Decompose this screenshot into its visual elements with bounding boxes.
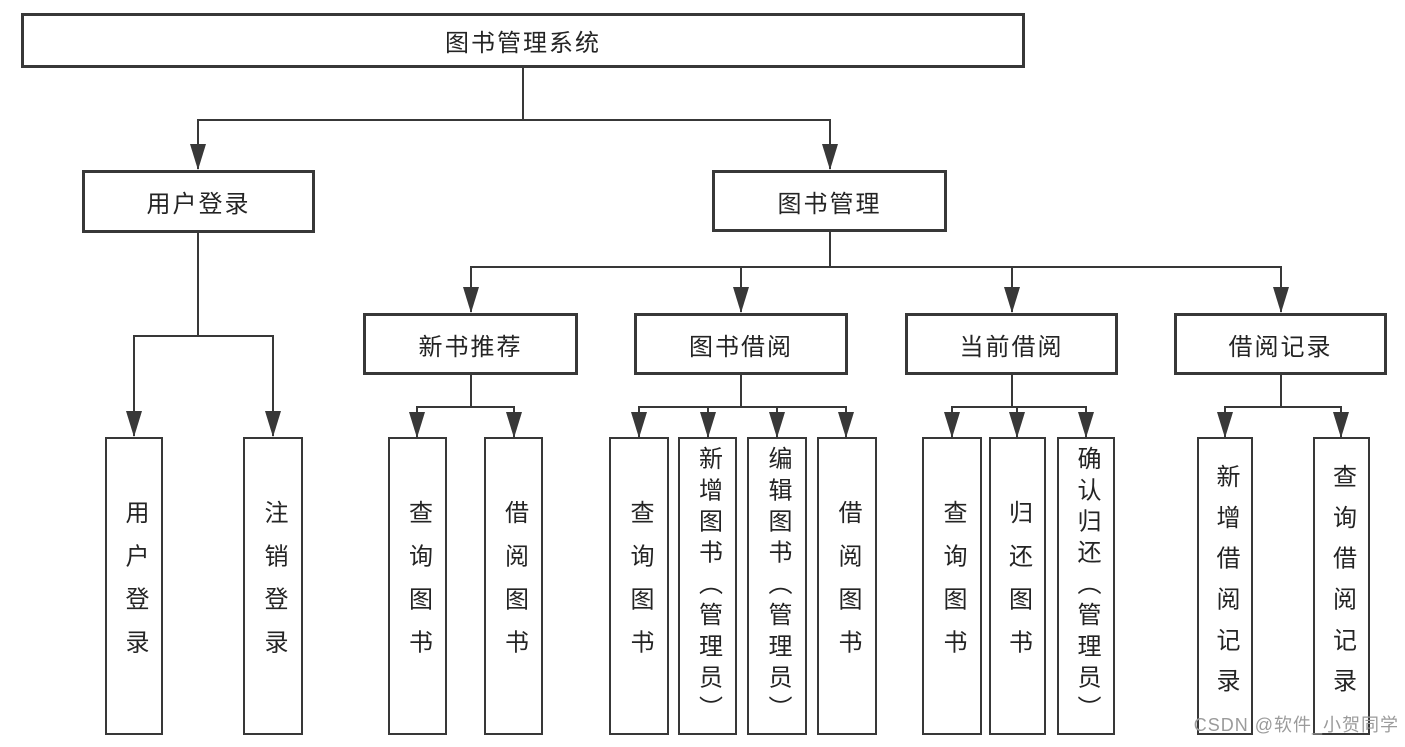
leaf-borrow-borrow: 借阅图书 xyxy=(817,437,877,735)
arrowhead-book-borrow xyxy=(733,287,749,313)
arrowhead-newbook-leaf-2 xyxy=(506,412,522,438)
node-root-label: 图书管理系统 xyxy=(445,30,601,57)
connector-records-stem xyxy=(1280,375,1282,408)
node-user-login: 用户登录 xyxy=(82,170,315,233)
leaf-newbook-query: 查询图书 xyxy=(388,437,447,735)
leaf-current-confirm: 确认归还（管理员） xyxy=(1057,437,1115,735)
connector-bookmgmt-hbar xyxy=(470,266,1281,268)
arrowhead-user-login xyxy=(190,144,206,170)
csdn-watermark: CSDN @软件_小贺同学 xyxy=(1193,715,1399,735)
connector-borrow-hbar xyxy=(638,406,847,408)
arrowhead-records-leaf-1 xyxy=(1217,412,1233,438)
leaf-current-query-label: 查询图书 xyxy=(939,499,966,673)
leaf-newbook-query-label: 查询图书 xyxy=(404,499,432,673)
node-book-borrow-label: 图书借阅 xyxy=(689,333,793,361)
arrowhead-borrow-records xyxy=(1273,287,1289,313)
leaf-borrow-borrow-label: 借阅图书 xyxy=(834,499,861,673)
connector-userlogin-drop-2 xyxy=(272,335,274,436)
leaf-borrow-edit-label: 编辑图书（管理员） xyxy=(764,445,791,727)
leaf-current-query: 查询图书 xyxy=(922,437,982,735)
arrowhead-newbook-leaf-1 xyxy=(409,412,425,438)
arrowhead-new-book xyxy=(463,287,479,313)
arrowhead-borrow-leaf-1 xyxy=(631,412,647,438)
node-user-login-label: 用户登录 xyxy=(146,191,251,218)
node-root: 图书管理系统 xyxy=(21,13,1025,68)
arrowhead-borrow-leaf-4 xyxy=(838,412,854,438)
connector-userlogin-hbar xyxy=(133,335,274,337)
node-current-borrow: 当前借阅 xyxy=(905,313,1118,375)
connector-bookmgmt-stem xyxy=(829,232,831,268)
arrowhead-current-leaf-2 xyxy=(1009,412,1025,438)
connector-records-hbar xyxy=(1224,406,1341,408)
leaf-logout-label: 注销登录 xyxy=(260,499,287,673)
connector-newbook-hbar xyxy=(416,406,515,408)
leaf-logout: 注销登录 xyxy=(243,437,303,735)
node-book-mgmt: 图书管理 xyxy=(712,170,947,232)
leaf-records-query-label: 查询借阅记录 xyxy=(1328,463,1356,709)
arrowhead-records-leaf-2 xyxy=(1333,412,1349,438)
leaf-records-query: 查询借阅记录 xyxy=(1313,437,1370,735)
node-borrow-records-label: 借阅记录 xyxy=(1228,333,1333,361)
arrowhead-borrow-leaf-3 xyxy=(769,412,785,438)
leaf-borrow-add: 新增图书（管理员） xyxy=(678,437,737,735)
arrowhead-current-leaf-1 xyxy=(944,412,960,438)
arrowhead-current-leaf-3 xyxy=(1078,412,1094,438)
connector-userlogin-drop-1 xyxy=(133,335,135,436)
leaf-borrow-query-label: 查询图书 xyxy=(626,499,653,673)
connector-current-hbar xyxy=(951,406,1086,408)
leaf-newbook-borrow-label: 借阅图书 xyxy=(500,499,528,673)
connector-userlogin-stem xyxy=(197,233,199,336)
arrowhead-borrow-leaf-2 xyxy=(700,412,716,438)
arrowhead-current-borrow xyxy=(1004,287,1020,313)
leaf-current-return-label: 归还图书 xyxy=(1004,499,1032,673)
connector-root-stem xyxy=(522,68,524,120)
connector-root-hbar xyxy=(197,119,831,121)
arrowhead-book-mgmt xyxy=(822,144,838,170)
arrowhead-leaf-login xyxy=(126,411,142,437)
connector-current-stem xyxy=(1011,375,1013,408)
leaf-records-add-label: 新增借阅记录 xyxy=(1212,463,1239,709)
leaf-borrow-add-label: 新增图书（管理员） xyxy=(694,445,722,727)
connector-borrow-stem xyxy=(740,375,742,408)
leaf-current-confirm-label: 确认归还（管理员） xyxy=(1073,445,1100,727)
node-new-book-label: 新书推荐 xyxy=(418,333,523,361)
connector-newbook-stem xyxy=(470,375,472,408)
node-book-mgmt-label: 图书管理 xyxy=(777,190,882,218)
leaf-borrow-edit: 编辑图书（管理员） xyxy=(747,437,807,735)
arrowhead-leaf-logout xyxy=(265,411,281,437)
leaf-borrow-query: 查询图书 xyxy=(609,437,669,735)
leaf-newbook-borrow: 借阅图书 xyxy=(484,437,543,735)
node-new-book: 新书推荐 xyxy=(363,313,578,375)
leaf-current-return: 归还图书 xyxy=(989,437,1046,735)
node-current-borrow-label: 当前借阅 xyxy=(959,333,1064,361)
leaf-records-add: 新增借阅记录 xyxy=(1197,437,1253,735)
node-book-borrow: 图书借阅 xyxy=(634,313,848,375)
node-borrow-records: 借阅记录 xyxy=(1174,313,1387,375)
leaf-user-login-label: 用户登录 xyxy=(121,499,148,673)
leaf-user-login: 用户登录 xyxy=(105,437,163,735)
